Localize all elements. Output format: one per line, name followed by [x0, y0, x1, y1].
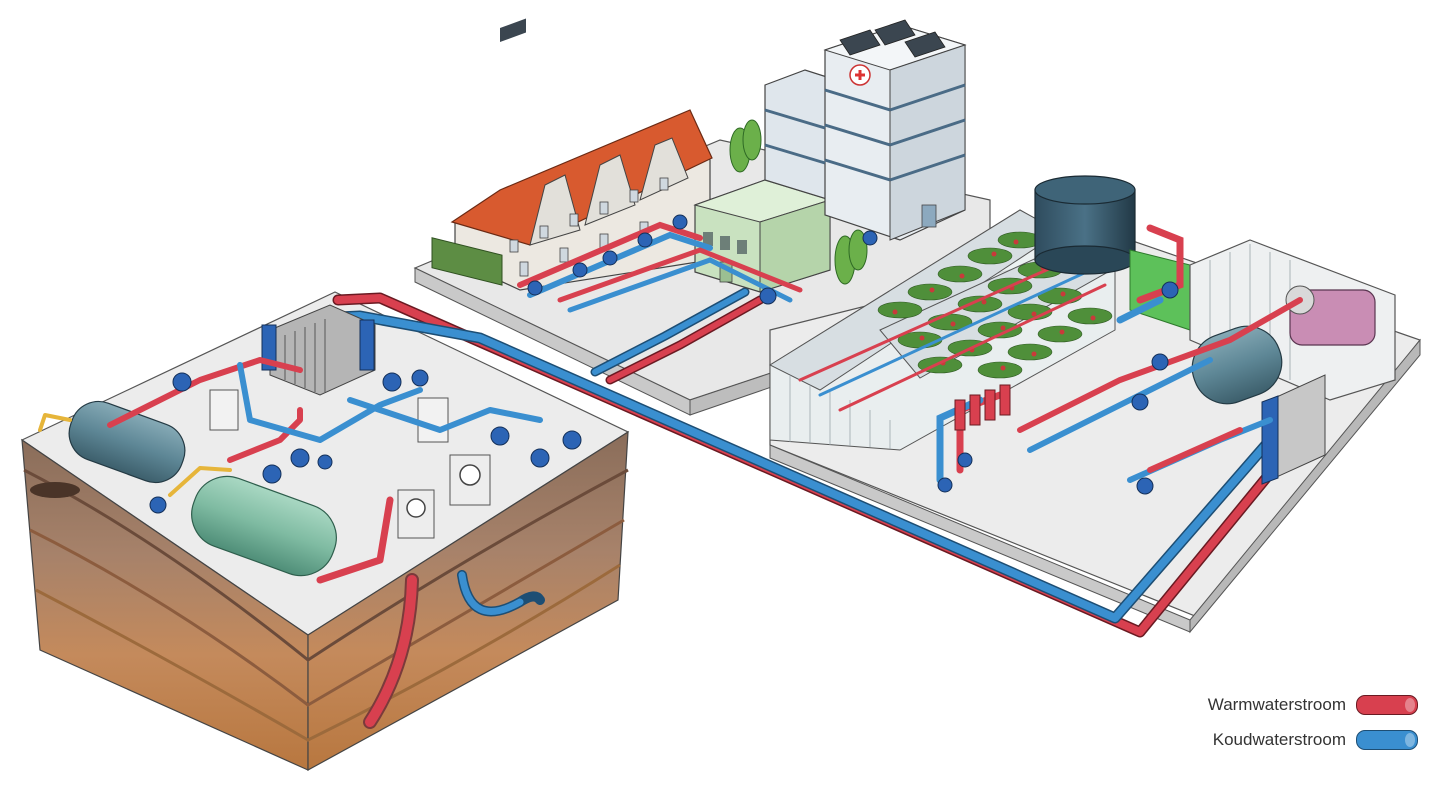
legend-cold-label: Koudwaterstroom	[1212, 730, 1346, 749]
water-silo	[1034, 175, 1136, 275]
greenhouse-manifold	[954, 384, 1011, 431]
filter-press	[261, 304, 376, 396]
geothermal-pumps	[149, 369, 582, 514]
hospital-building	[764, 19, 967, 241]
degasser-left	[209, 389, 449, 443]
cold-pipe-swatch	[1356, 730, 1418, 750]
trees	[729, 119, 868, 285]
hedge	[431, 237, 503, 286]
heat-exchanger-right	[1261, 374, 1326, 485]
storage-tank-green	[191, 475, 337, 577]
geothermal-well-bores	[363, 570, 545, 729]
housing-pumps	[527, 214, 878, 305]
warm-pipe-swatch	[1356, 695, 1418, 715]
legend-warm-label: Warmwaterstroom	[1207, 695, 1346, 714]
wellheads	[397, 454, 491, 539]
legend-warm: Warmwaterstroom	[1158, 690, 1418, 720]
legend-cold: Koudwaterstroom	[1158, 725, 1418, 755]
chp-engine	[1285, 285, 1376, 346]
greenhouse-pumps	[937, 281, 1179, 495]
green-building	[693, 179, 832, 293]
row-houses	[450, 18, 713, 291]
